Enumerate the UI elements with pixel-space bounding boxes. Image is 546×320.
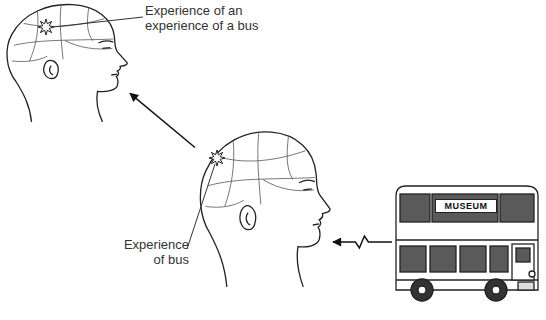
head-ear xyxy=(240,206,256,230)
experience-burst xyxy=(209,150,225,166)
head-caption: Experience of an experience of a bus xyxy=(145,3,280,33)
bus-window xyxy=(460,246,486,272)
phrenology-region xyxy=(12,56,47,61)
bus-wheel xyxy=(485,279,507,301)
phrenology-region xyxy=(206,200,244,207)
head-ear xyxy=(44,60,59,78)
head-outline xyxy=(200,132,330,287)
head-illustration xyxy=(195,126,333,291)
head-mouth xyxy=(111,74,117,76)
bus-window xyxy=(400,194,430,222)
bus-window xyxy=(400,246,426,272)
phrenology-region xyxy=(65,41,112,49)
bus-wheel xyxy=(411,279,433,301)
bus-node: MUSEUM xyxy=(392,180,544,308)
phrenology-region xyxy=(14,39,113,45)
phrenology-region xyxy=(30,11,38,61)
bus-window xyxy=(490,246,508,272)
flow-arrow xyxy=(130,93,195,147)
bus-deck-line xyxy=(396,239,538,240)
destination-board: MUSEUM xyxy=(435,199,497,213)
head-profile xyxy=(200,132,330,287)
phrenology-region xyxy=(208,178,315,186)
head-illustration xyxy=(2,0,130,125)
phrenology-region xyxy=(287,136,293,179)
phrenology-region xyxy=(218,151,305,161)
phrenology-region xyxy=(87,8,92,41)
bus-board-window xyxy=(432,194,498,222)
phrenology-region xyxy=(258,133,261,204)
head-node: Experience of an experience of a bus xyxy=(2,0,130,125)
head-caption: Experience of bus xyxy=(115,237,189,267)
head-eye xyxy=(98,41,113,48)
bus-grille xyxy=(518,282,534,290)
head-node: Experience of bus xyxy=(195,126,333,291)
phrenology-region xyxy=(60,5,63,59)
bus-cab-window xyxy=(516,248,530,262)
bus-cab xyxy=(512,244,534,280)
phrenology-region xyxy=(24,19,105,27)
bus-window xyxy=(430,246,456,272)
phrenology-region xyxy=(225,140,234,206)
flow-arrow xyxy=(333,236,392,248)
bus-headlight xyxy=(529,271,535,277)
head-eye xyxy=(299,180,315,190)
bus-body xyxy=(396,186,538,290)
head-mouth xyxy=(313,224,319,225)
head-profile xyxy=(7,5,127,122)
head-outline xyxy=(7,5,127,122)
experience-burst xyxy=(38,19,54,35)
bus-hub xyxy=(492,286,500,294)
bus-window xyxy=(500,194,534,222)
bus-hub xyxy=(418,286,426,294)
